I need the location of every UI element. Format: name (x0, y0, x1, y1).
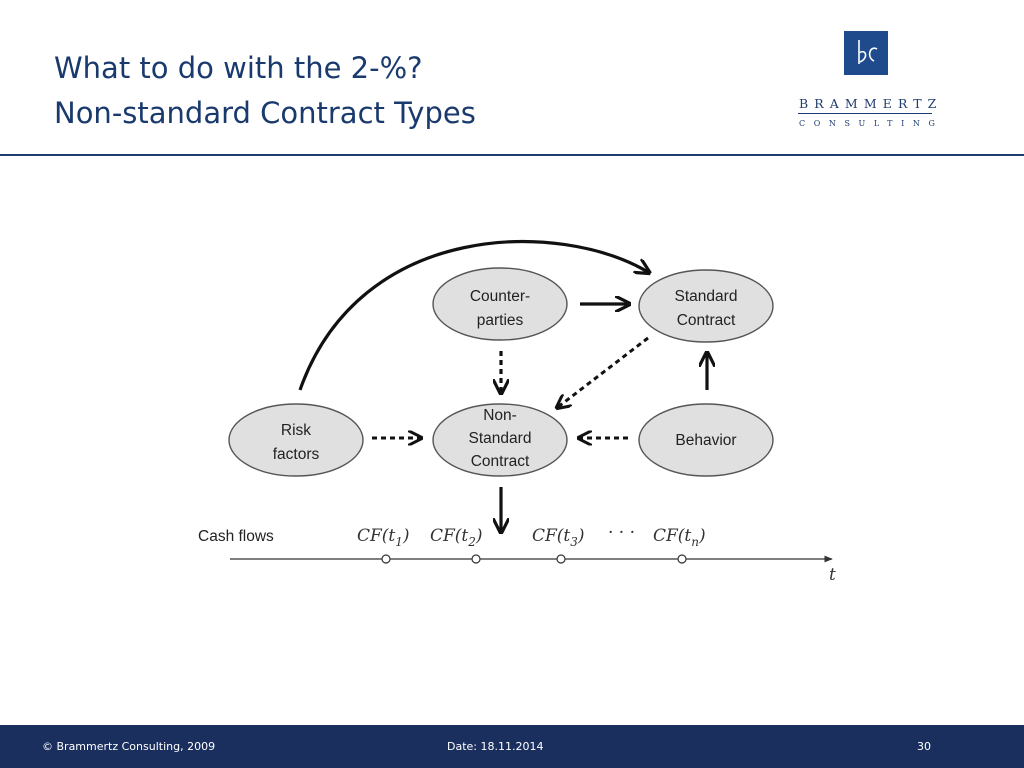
standard-contract-node: Standard Contract (638, 269, 774, 343)
cash-flow-term-1: CF(t1) (357, 526, 410, 549)
time-tick-1 (381, 554, 391, 564)
non-standard-contract-node: Non- Standard Contract (432, 403, 568, 477)
logo-tagline: CONSULTING (799, 119, 944, 128)
behavior-node: Behavior (638, 403, 774, 477)
footer-page-number: 30 (917, 740, 931, 753)
time-tick-3 (556, 554, 566, 564)
standard-contract-label-2: Contract (677, 312, 736, 329)
counterparties-node: Counter- parties (432, 267, 568, 341)
footer-date: Date: 18.11.2014 (447, 740, 544, 753)
risk-factors-label-1: Risk (281, 422, 311, 439)
risk-factors-label-2: factors (273, 446, 320, 463)
time-tick-n (677, 554, 687, 564)
time-axis-label: t (829, 565, 836, 585)
non-standard-label-1: Non- (483, 407, 517, 424)
non-standard-label-2: Standard (469, 430, 532, 447)
cash-flow-term-n: CF(tn) (653, 526, 706, 549)
slide-title-line-2: Non-standard Contract Types (54, 96, 476, 130)
cash-flow-term-2: CF(t2) (430, 526, 483, 549)
logo-name: BRAMMERTZ (799, 96, 943, 111)
brammertz-logo-icon (844, 31, 888, 75)
non-standard-label-3: Contract (471, 453, 530, 470)
risk-factors-node: Risk factors (228, 403, 364, 477)
behavior-label: Behavior (675, 432, 736, 449)
time-tick-2 (471, 554, 481, 564)
risk-to-standard-arrow (298, 239, 648, 391)
slide-title-line-1: What to do with the 2-%? (54, 51, 423, 85)
counterparties-label-1: Counter- (470, 288, 530, 305)
standard-to-nonstandard-arrow (558, 336, 649, 407)
cash-flows-label: Cash flows (198, 528, 274, 545)
footer-bar: © Brammertz Consulting, 2009 Date: 18.11… (0, 725, 1024, 768)
cash-flow-term-3: CF(t3) (532, 526, 585, 549)
counterparties-label-2: parties (477, 312, 524, 329)
cash-flow-ellipsis: · · · (608, 523, 635, 543)
footer-copyright: © Brammertz Consulting, 2009 (42, 740, 216, 753)
header-divider (0, 154, 1024, 156)
standard-contract-label-1: Standard (675, 288, 738, 305)
logo-divider (798, 113, 932, 114)
